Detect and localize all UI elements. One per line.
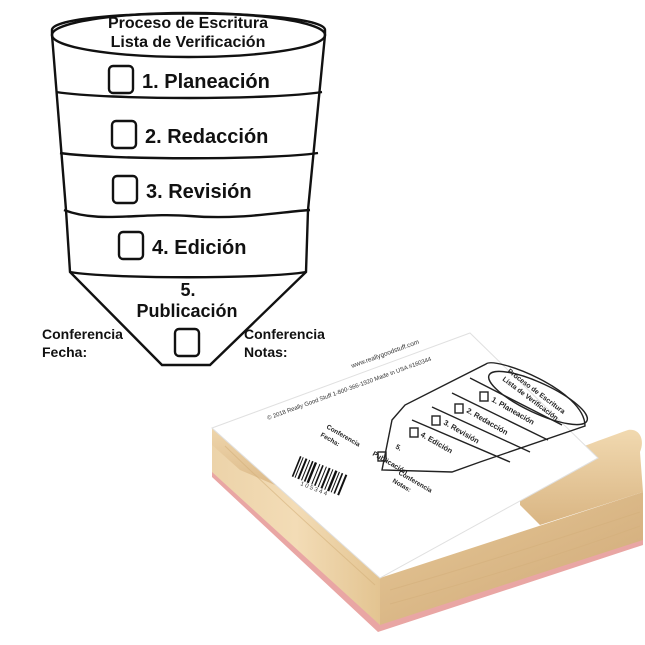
band-line-2 xyxy=(59,151,319,160)
stamp-barcode xyxy=(291,456,348,496)
step-label-4: 4. Edición xyxy=(152,237,246,259)
checkbox-step-4 xyxy=(117,230,145,261)
conference-date-line1: Conferencia xyxy=(42,326,123,342)
band-line-4 xyxy=(69,270,307,279)
rubber-stamp xyxy=(211,332,643,632)
funnel-title-line1: Proceso de Escritura xyxy=(108,15,268,32)
stamp-step-5-number: 5. xyxy=(394,444,403,453)
funnel-top-ellipse xyxy=(50,11,327,59)
stamp-front-face xyxy=(212,428,380,625)
conference-notes-line2: Notas: xyxy=(244,344,288,360)
band-line-1 xyxy=(55,90,323,100)
conference-date-line2: Fecha: xyxy=(42,344,87,360)
funnel-title-line2: Lista de Verificación xyxy=(111,34,266,51)
stamp-side-face xyxy=(380,492,643,625)
funnel-diagram xyxy=(50,11,327,367)
band-line-3 xyxy=(63,208,311,219)
checkbox-step-2 xyxy=(110,119,138,150)
stamp-mini-funnel xyxy=(377,362,589,473)
step-label-1: 1. Planeación xyxy=(142,71,270,93)
conference-notes-line1: Conferencia xyxy=(244,326,325,342)
funnel-outline xyxy=(50,12,327,367)
checkbox-step-1 xyxy=(107,64,135,95)
step-label-2: 2. Redacción xyxy=(145,126,268,148)
step-5-number: 5. xyxy=(180,280,195,300)
checkbox-step-5 xyxy=(173,327,201,358)
checkbox-step-3 xyxy=(111,174,139,205)
step-5-label: Publicación xyxy=(136,301,237,321)
step-label-3: 3. Revisión xyxy=(146,181,252,203)
stamp-right-grip xyxy=(520,429,643,525)
